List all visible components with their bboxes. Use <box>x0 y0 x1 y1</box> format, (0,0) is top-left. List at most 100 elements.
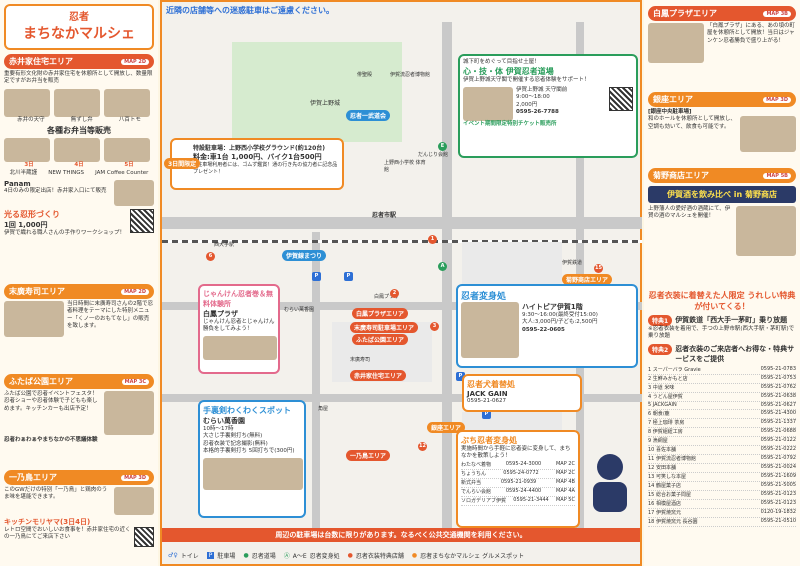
jack-title: 忍者犬着替処 <box>467 380 515 389</box>
akai-day-1: 3日 <box>24 162 34 169</box>
store-row-phone: 0120-19-1832 <box>760 509 796 516</box>
dojo-qr[interactable] <box>609 86 633 111</box>
tag-ichinotori[interactable]: 一乃鳥エリア <box>346 450 391 461</box>
shuriken-title: 手裏剣わくわくスポット <box>203 406 291 415</box>
tag-ninja-line[interactable]: 伊賀線まつり <box>282 250 327 261</box>
parking-icon: P <box>206 552 215 559</box>
tag-kikuya[interactable]: 菊野商店エリア <box>562 274 613 285</box>
store-row-name: 13 可笑しな本屋 <box>648 474 686 481</box>
store-row-name: 2 生鮮みかもと店 <box>648 376 688 383</box>
right-column: 白鳳プラザエリア MAP 3B 「白鳳プラザ」にある、あの頃の町屋を休憩所として… <box>644 0 800 566</box>
store-row-phone: 0595-21-0688 <box>760 428 796 435</box>
legend-gourmet: 忍者まちなかマルシェ グルメスポット <box>420 553 525 560</box>
store-row-name: 6 朝食/鹿 <box>648 411 670 418</box>
tag-shiroplaza[interactable]: 白鳳プラザエリア <box>352 308 409 319</box>
ginza-title: 銀座エリア <box>653 95 693 104</box>
gourmet-icon: ● <box>411 552 418 559</box>
road-h1 <box>162 217 642 229</box>
henshin-icon: Ⓐ <box>283 553 290 560</box>
jyaken-place: 白鳳プラザ <box>203 310 238 318</box>
parking-3[interactable]: P <box>456 372 465 381</box>
pin-3[interactable]: 3 <box>430 322 439 331</box>
pin-e[interactable]: E <box>438 142 447 151</box>
pin-a[interactable]: A <box>438 262 447 271</box>
store-row-name: 3 中道 米味 <box>648 385 675 392</box>
hakuho-photo <box>648 23 704 63</box>
toilet-icon: ♂♀ <box>168 552 178 559</box>
benefits-section: 忍者衣装に着替えた人限定 うれしい特典が付いてくる！ 特典1 伊賀鉄道「西大手一… <box>648 290 796 562</box>
suehiro-header: 末廣寿司エリア MAP 2D <box>4 284 154 299</box>
tag-ginza[interactable]: 銀座エリア <box>427 422 466 433</box>
shuriken-time: 10時～17時 <box>203 426 234 432</box>
store-row-phone: 0595-21-0510 <box>760 518 796 525</box>
pin-6[interactable]: 6 <box>206 252 215 261</box>
ichinotori-photo <box>114 487 154 515</box>
store-row-name: 1 スーパーバラ Gravie <box>648 367 701 374</box>
store-row-phone: 0595-21-0123 <box>760 500 796 507</box>
akai-photo-5 <box>54 138 100 163</box>
benefit-icon: ● <box>347 552 353 559</box>
kikuya-desc: 上野藩人の愛好酒の酒蔵にて、伊賀の酒のマルシェを開催！ <box>648 206 731 220</box>
suehiro-map-badge: MAP 2D <box>121 288 149 295</box>
hakuho-header: 白鳳プラザエリア MAP 3B <box>648 6 796 21</box>
puchi-row-phone: 0595-24-4400 <box>505 488 542 495</box>
map-label-sugawara: 俳聖殿 <box>357 72 373 78</box>
henshin-photo <box>461 302 519 358</box>
castle-park <box>232 42 402 142</box>
tag-bugei[interactable]: 忍者一武道会 <box>346 110 391 121</box>
tag-suehiro[interactable]: 末廣寿司駐車場エリア <box>350 322 419 333</box>
shuriken-item-3: 本格的手裏剣打ち 5回打ちで(300円) <box>203 448 295 455</box>
store-row-phone: 0595-21-0122 <box>760 437 796 444</box>
jyaken-title: じゃんけん忍者巻＆無料体験所 <box>203 290 273 308</box>
parking-2[interactable]: P <box>344 272 353 281</box>
puchi-row-phone: 0595-24-3000 <box>505 461 542 468</box>
akai-map-badge: MAP 2D <box>121 58 149 65</box>
paid-parking-title: 特設駐車場：上野西小学校グラウンド(約120台) <box>193 145 326 152</box>
benefit-2-label: 特典2 <box>648 343 673 355</box>
store-row-name: 4 うどん屋伊賀 <box>648 394 683 401</box>
parking-1[interactable]: P <box>312 272 321 281</box>
ichinotori-qr[interactable] <box>134 527 154 547</box>
ichinotori-desc: このGWだけの特別「一乃鳥」と鶏肉のうま味を堪能できます。 <box>4 487 108 501</box>
map-label-kihei: むらい萬香園 <box>284 307 315 313</box>
tag-futaba[interactable]: ふたば公園エリア <box>352 334 409 345</box>
puchi-row-map: MAP 4A <box>556 488 575 495</box>
tag-akai[interactable]: 赤井家住宅エリア <box>350 370 407 381</box>
ginza-map-badge: MAP 3D <box>763 96 791 103</box>
store-row-phone: 0595-21-1337 <box>760 419 796 426</box>
puchi-row-map: MAP 5C <box>555 497 575 504</box>
futaba-header: ふたば公園エリア MAP 3C <box>4 374 154 389</box>
store-row-phone: 0595-21-0753 <box>760 375 796 382</box>
hakuho-map-badge: MAP 3B <box>763 10 791 17</box>
akai-title: 赤井家住宅エリア <box>9 57 73 66</box>
paid-parking-days: 3日間限定 <box>164 158 201 169</box>
map-label-school: 上野西小学校 体育館 <box>384 160 426 173</box>
pin-15[interactable]: 15 <box>594 264 603 273</box>
legend-toilet: トイレ <box>180 553 199 560</box>
paid-parking-note: ※駐車場利用者には、ゴムず鑑賞！通の行き先の協力者に記念品プレゼント！ <box>193 162 338 175</box>
panam-desc: 4日のみの限定出店！赤井家入口にて販売 <box>4 188 107 195</box>
henshin-box: 忍者変身処 ハイトピア伊賀1階 9:30～16:00(最終受付15:00) 大人… <box>456 284 638 368</box>
parking-4[interactable]: P <box>482 410 491 419</box>
jyaken-box: じゃんけん忍者巻＆無料体験所 白鳳プラザ じゃんけん忍者とじゃんけん勝負をしてみ… <box>198 284 280 374</box>
pin-2[interactable]: 2 <box>390 289 399 298</box>
pin-1[interactable]: 1 <box>428 235 437 244</box>
dojo-place: 伊賀上野城 天守閣前 <box>516 86 568 93</box>
akai-photo-6 <box>104 138 150 163</box>
ginza-sub-title: [銀座中央駐車場] <box>648 109 692 115</box>
workshop-qr[interactable] <box>130 209 154 234</box>
puchi-row-map: MAP 2C <box>555 461 575 468</box>
henshin-place: ハイトピア伊賀1階 <box>522 303 583 311</box>
puchi-row-phone: 0595-21-3444 <box>513 497 549 504</box>
pin-12[interactable]: 12 <box>418 442 427 451</box>
benefits-heading: 忍者衣装に着替えた人限定 うれしい特典が付いてくる！ <box>648 291 796 311</box>
store-row: 2 生鮮みかもと店 0595-21-0753 <box>648 375 796 384</box>
akai-banner: 各種お弁当等販売 <box>47 126 111 136</box>
map-label-railway: 伊賀鉄道 <box>562 260 583 266</box>
